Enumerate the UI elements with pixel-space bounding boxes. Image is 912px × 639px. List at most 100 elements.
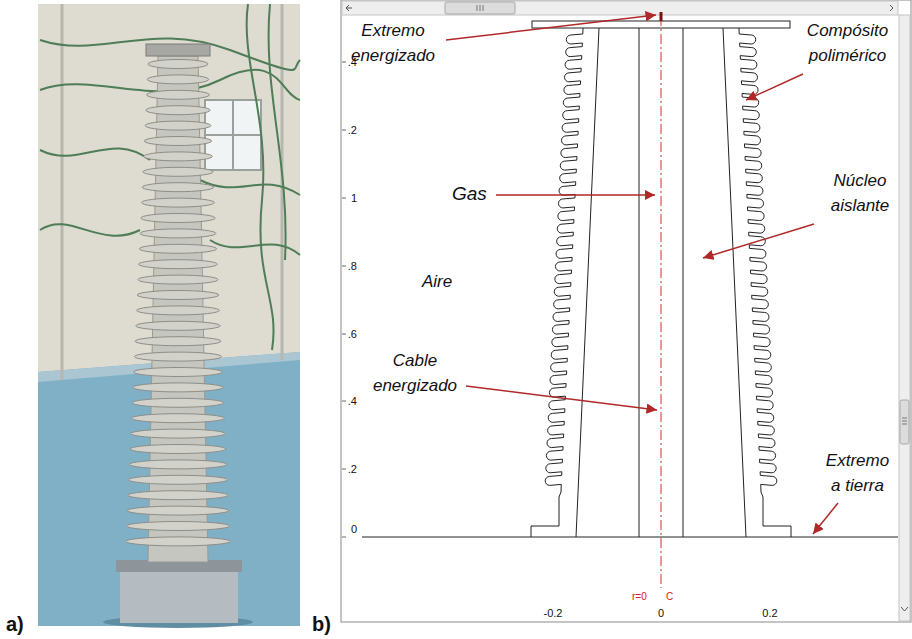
axis-tick-label: -0.2	[533, 606, 573, 620]
photo-shed	[126, 537, 231, 546]
axis-marker-label: r=0	[632, 591, 647, 603]
region-label: Aire	[422, 272, 452, 292]
axis-tick-label: .4	[343, 394, 357, 408]
axis-tick-label: 0.2	[750, 606, 790, 620]
photo-shed	[132, 398, 224, 407]
housing-sheds	[739, 28, 791, 537]
photo-shed	[147, 90, 210, 99]
photo-shed	[126, 522, 229, 531]
core-inner-edge	[683, 28, 684, 537]
conductor-terminal	[660, 12, 663, 21]
photo-shed	[144, 137, 211, 146]
photo-shed	[136, 306, 219, 315]
photo-shed	[139, 260, 218, 269]
axis-tick-label: 1	[343, 191, 357, 205]
photo-cable	[40, 148, 150, 160]
scroll-arrow-down	[901, 607, 908, 611]
leader-arrow	[496, 194, 655, 196]
photo-shed	[145, 121, 211, 130]
scroll-grip	[477, 5, 483, 11]
photo-frame-post	[61, 4, 64, 380]
photo-shed	[129, 460, 226, 469]
axis-tick-label: .6	[343, 327, 357, 341]
photo-shed	[140, 229, 216, 238]
axis-tick-label: .8	[343, 259, 357, 273]
core-inner-edge	[639, 28, 640, 537]
core-outer-edge	[723, 28, 746, 537]
axis-tick-label: .4	[343, 55, 357, 69]
photo-shed	[138, 275, 218, 284]
photo-shed	[148, 60, 208, 69]
axis-tick-label: 0	[641, 606, 681, 620]
photo-cable	[40, 224, 140, 236]
simulation-plot	[341, 0, 911, 622]
ground-line	[362, 537, 898, 538]
callout-label: Compósito polimérico	[790, 18, 905, 68]
photo-shed	[147, 75, 208, 84]
photo-base	[120, 568, 238, 623]
callout-label: Gas	[452, 183, 487, 206]
axis-tick	[342, 537, 346, 538]
photo-shed	[134, 368, 223, 377]
photo-shed	[144, 152, 213, 161]
panel-letter: b)	[312, 612, 331, 636]
photo-shed	[142, 183, 214, 192]
leader-arrow	[466, 386, 657, 410]
axis-tick-label: .2	[343, 462, 357, 476]
leader-arrow	[746, 74, 803, 100]
scrollbar-horizontal	[342, 1, 898, 15]
leader-arrow	[446, 15, 656, 40]
photo-shed	[133, 383, 223, 392]
photo-shed	[134, 352, 221, 361]
axis-tick	[342, 130, 346, 131]
plot-frame	[341, 0, 911, 622]
photo-shed	[131, 429, 226, 438]
callout-label: Extremo a tierra	[820, 448, 895, 498]
photo-shed	[135, 337, 221, 346]
photo-shed	[143, 167, 213, 176]
photo-cable	[269, 4, 286, 260]
photo-shed	[129, 475, 228, 484]
photo-shed	[142, 198, 215, 207]
photo-shed	[131, 414, 224, 423]
axis-tick-label: .2	[343, 123, 357, 137]
photo-window	[205, 100, 261, 170]
photo-cable	[40, 38, 300, 70]
axis-tick-label: 0	[343, 522, 357, 536]
axis-tick	[342, 334, 346, 335]
callout-arrows	[446, 15, 838, 534]
photo-shed	[139, 244, 216, 253]
scrollbar-vertical	[899, 15, 910, 621]
axis-tick	[342, 401, 346, 402]
axis-centerline	[661, 16, 662, 588]
bushing-geometry	[342, 12, 898, 588]
photo-shed	[127, 506, 229, 515]
callout-label: Núcleo aislante	[815, 168, 905, 218]
photo-window-bar	[205, 134, 261, 136]
leader-arrow	[703, 224, 814, 258]
photo-cable	[200, 180, 300, 195]
axis-tick	[342, 469, 346, 470]
scroll-thumb	[445, 2, 515, 14]
photo-wall	[38, 4, 300, 626]
axis-tick	[342, 198, 346, 199]
photo-shed	[128, 491, 228, 500]
scroll-grip	[902, 418, 907, 424]
scroll-thumb	[900, 400, 909, 444]
housing-sheds	[531, 28, 583, 537]
photo-shed	[136, 321, 220, 330]
axis-tick	[342, 62, 346, 63]
photo-top-flange	[146, 44, 210, 56]
axis-tick	[342, 266, 346, 267]
callout-label: Extremo energizado	[343, 18, 443, 68]
core-outer-edge	[576, 28, 599, 537]
photo-shed	[146, 106, 210, 115]
photo-shed	[137, 291, 219, 300]
axis-marker-label: C	[666, 591, 673, 603]
photo-shed	[130, 445, 226, 454]
scroll-arrow-right	[890, 5, 893, 11]
leader-arrow	[813, 503, 838, 534]
